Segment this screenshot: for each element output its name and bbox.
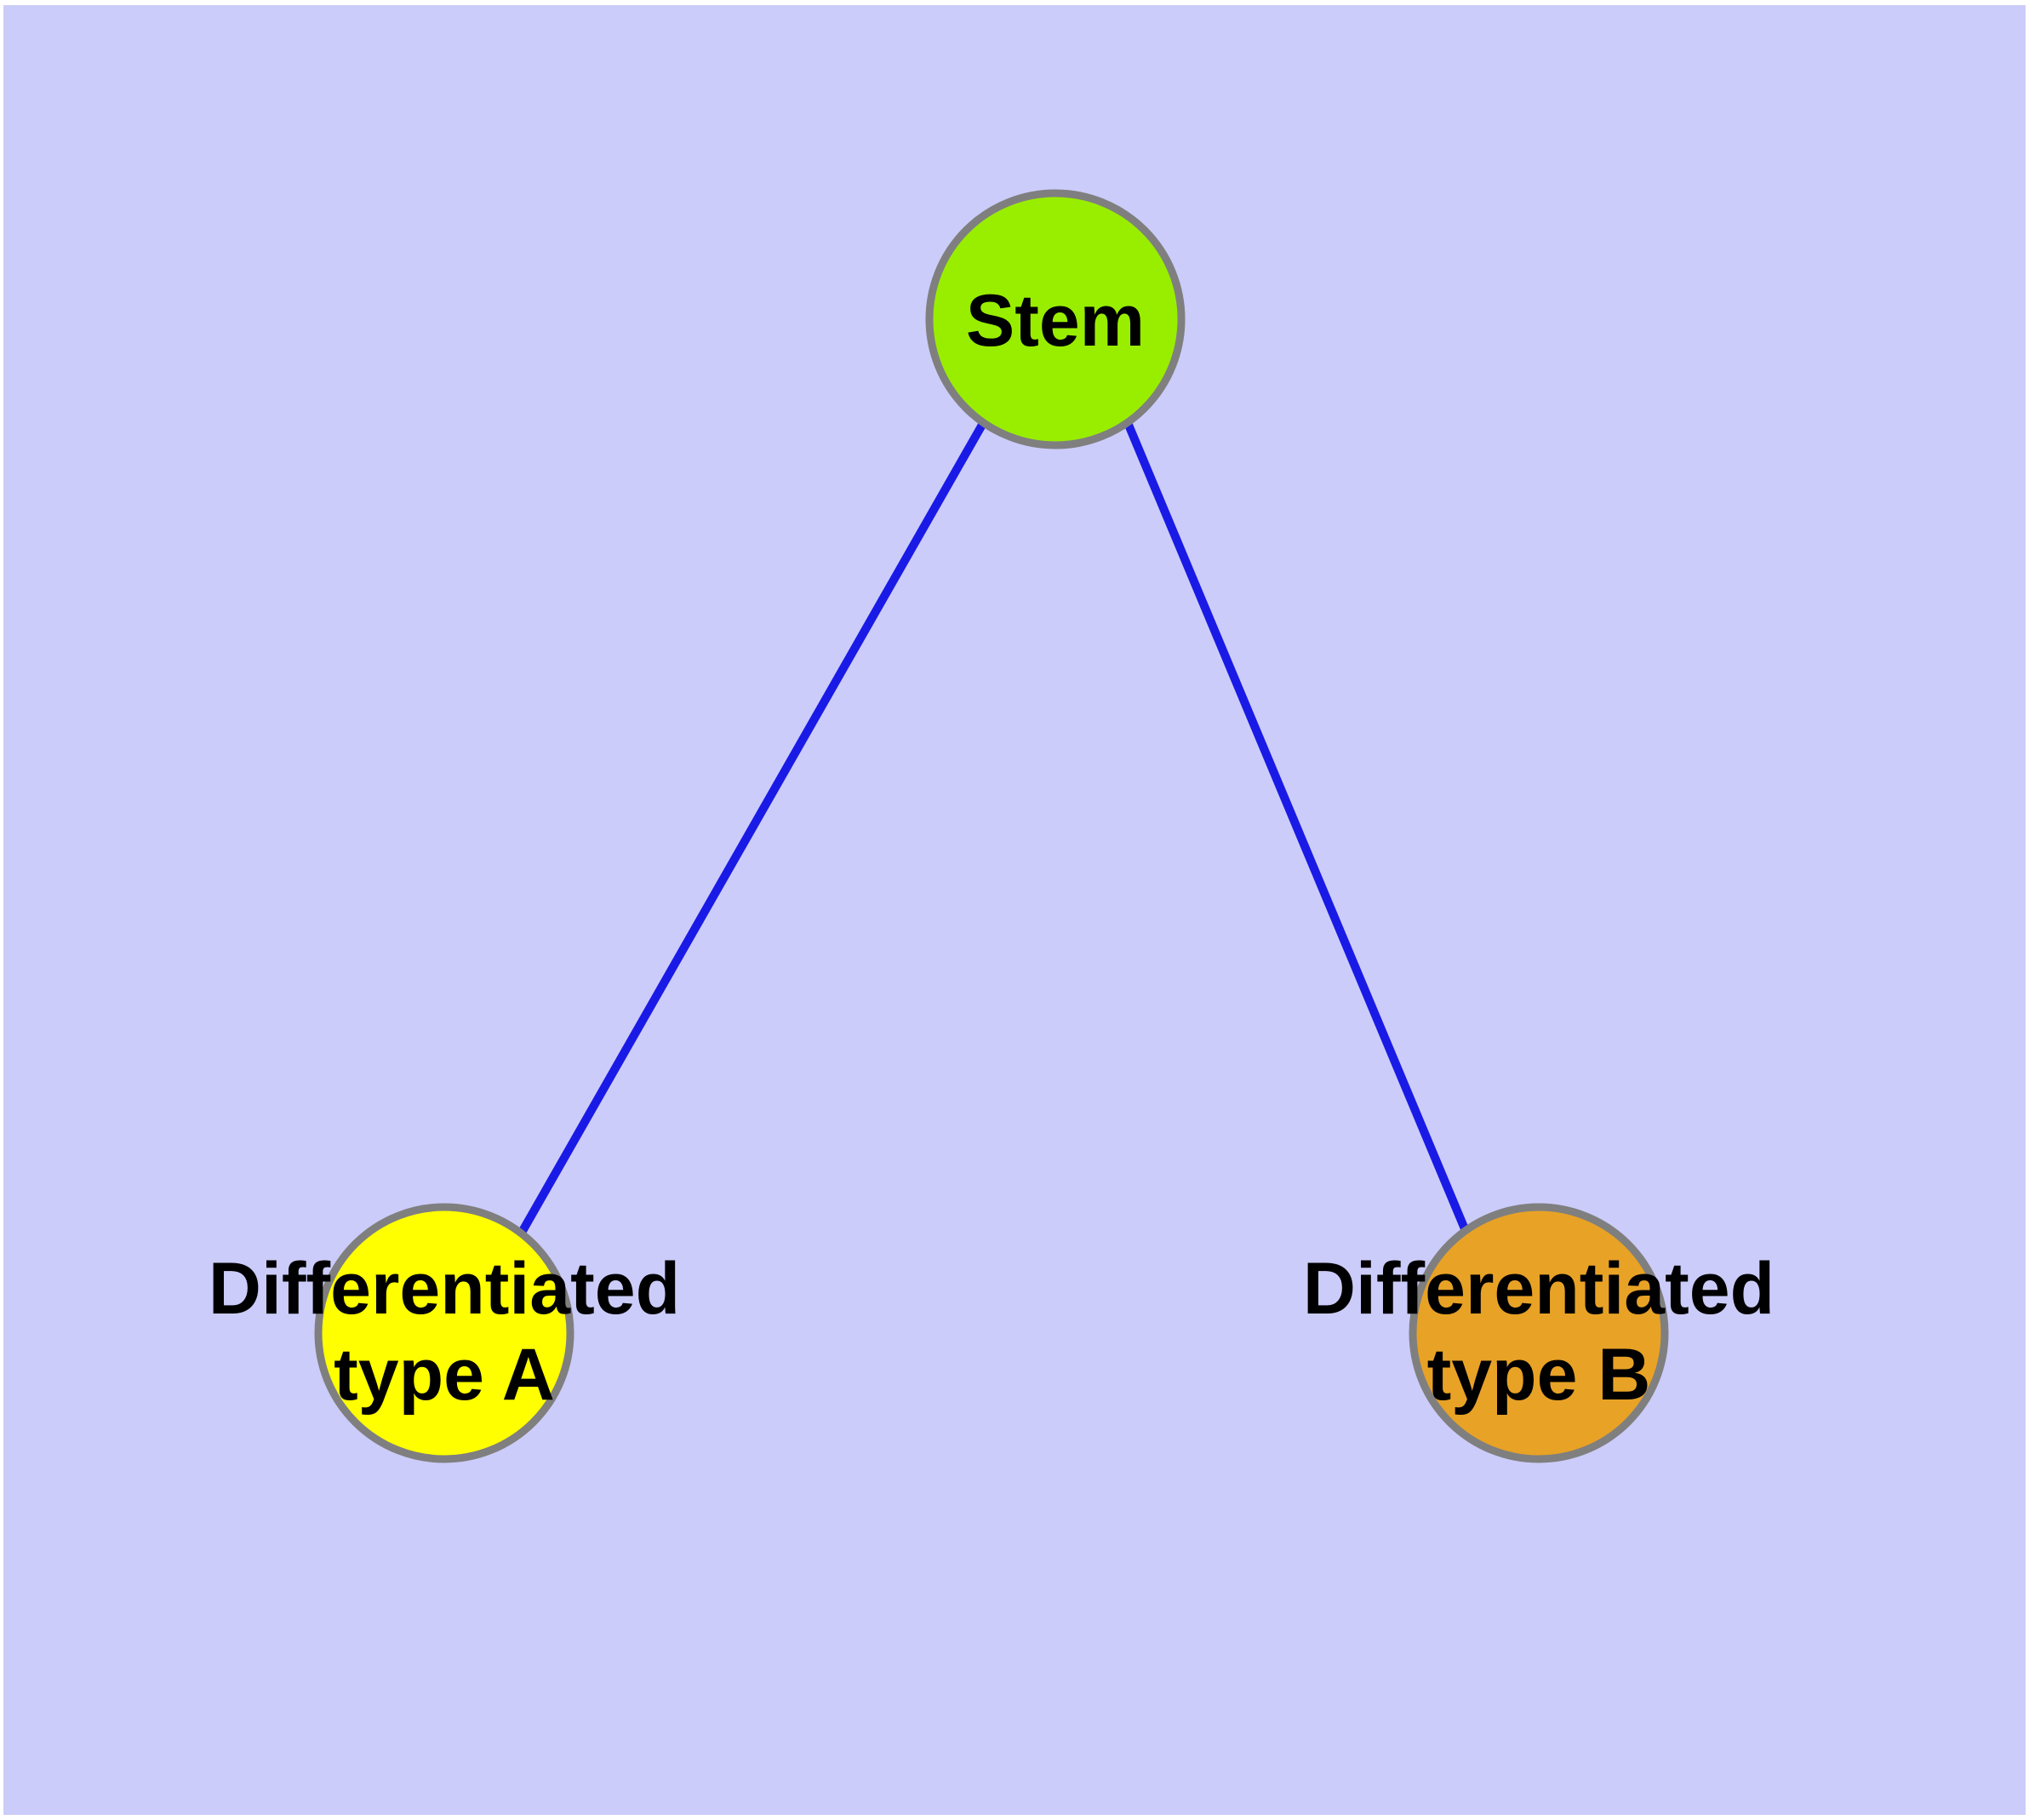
edge-stem-to-differentiated-a[interactable] [518, 422, 986, 1233]
node-differentiated-type-a-label-line2: type A [334, 1334, 555, 1416]
node-differentiated-type-a[interactable]: Differentiated type A [209, 1203, 680, 1463]
node-differentiated-type-b-label-line1: Differentiated [1303, 1248, 1775, 1330]
nodes-layer: Stem Differentiated type A Differentiate… [209, 189, 1775, 1463]
graph-svg: Stem Differentiated type A Differentiate… [209, 189, 1775, 1463]
node-differentiated-type-a-label-line1: Differentiated [209, 1248, 680, 1330]
node-stem-circle[interactable] [925, 189, 1186, 449]
diagram-plot-area: Stem Differentiated type A Differentiate… [3, 5, 2026, 1815]
node-stem-label: Stem [966, 280, 1145, 362]
edge-stem-to-differentiated-b[interactable] [1124, 423, 1470, 1233]
node-differentiated-type-a-circle[interactable] [314, 1203, 574, 1463]
edges-layer [518, 422, 1470, 1233]
node-differentiated-type-b-circle[interactable] [1409, 1203, 1669, 1463]
node-differentiated-type-b-label-line2: type B [1427, 1334, 1651, 1416]
node-differentiated-type-b[interactable]: Differentiated type B [1303, 1203, 1775, 1463]
node-stem[interactable]: Stem [925, 189, 1186, 449]
